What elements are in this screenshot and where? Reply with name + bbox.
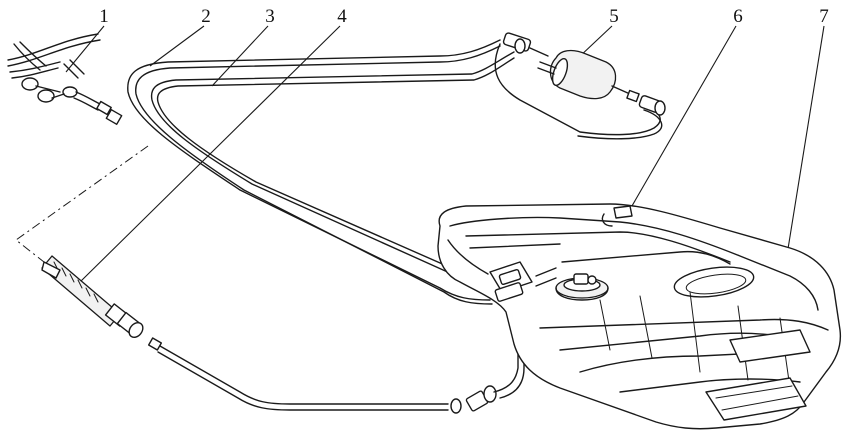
fuel-line-2 (127, 39, 501, 305)
callout-4: 4 (337, 6, 347, 27)
fuel-filter-5 (494, 32, 666, 140)
callout-labels: 1 2 3 4 5 6 7 (99, 6, 829, 27)
callout-6: 6 (733, 6, 743, 27)
fuel-tank-7 (437, 203, 842, 430)
leader-2 (149, 25, 205, 67)
fuel-pump-sender-6 (555, 273, 609, 301)
callout-3: 3 (265, 6, 275, 27)
callout-5: 5 (609, 6, 619, 27)
leader-3 (211, 25, 269, 87)
callout-1: 1 (99, 6, 109, 27)
callout-2: 2 (201, 6, 211, 27)
hose-assembly-1 (7, 33, 123, 126)
return-hose-4 (41, 255, 144, 339)
leader-1 (65, 25, 105, 73)
leader-7 (781, 25, 825, 287)
callout-7: 7 (819, 6, 829, 27)
lower-fuel-line (147, 299, 525, 414)
dashed-connection-line (15, 145, 149, 263)
